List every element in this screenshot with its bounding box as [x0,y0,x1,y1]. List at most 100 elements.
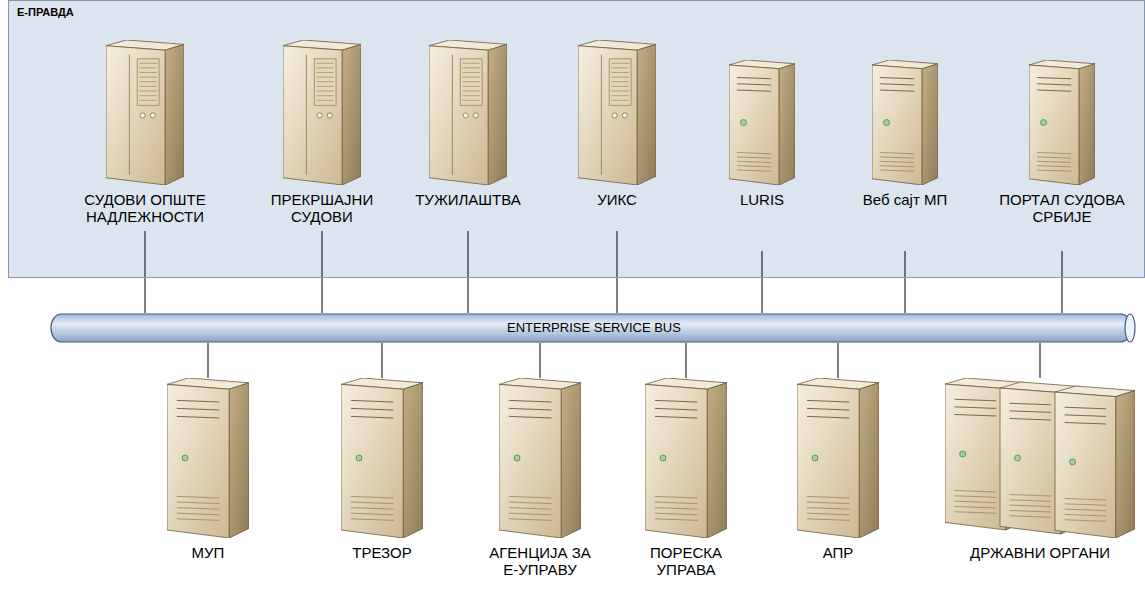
server-side [707,383,727,538]
server-side [779,64,795,185]
drive-slot [1065,415,1107,417]
server-node: ТУЖИЛАШТВА [411,40,525,231]
vent-slot [880,166,914,167]
drive-slot [1065,407,1107,409]
server-group-node: ДРЖАВНИ ОРГАНИ [941,378,1139,566]
vent-slot [463,67,480,68]
power-light [1015,455,1021,461]
vent-slot [177,513,220,515]
drive-slot [1037,84,1071,85]
panel-button [463,113,468,118]
vent-slot [509,496,552,498]
server-node: АГЕНЦИЈА ЗА Е-УПРАВУ [480,378,600,583]
server-unit [499,378,581,538]
panel-button [327,113,332,118]
server-label: Веб сајт МП [863,191,947,208]
vent-slot [317,63,334,64]
drive-slot [880,90,914,91]
vent-slot [509,513,552,515]
vent-slot [955,490,997,492]
bus-connector [838,343,839,378]
vent-slot [1010,510,1052,512]
vent-slot [351,496,394,498]
vent-slot [351,502,394,504]
drive-slot [655,416,698,418]
server-icon [645,378,727,538]
drive-slot [1065,422,1107,424]
server-unit [645,378,727,538]
vent-slot [737,166,771,167]
server-icon [797,378,879,538]
server-node: СУДОВИ ОПШТЕ НАДЛЕЖНОСТИ [56,40,234,231]
bus-connector [686,343,687,378]
drive-slot [737,84,771,85]
vent-slot [880,157,914,158]
drive-slot [351,416,394,418]
vent-slot [140,91,157,92]
vent-slot [509,519,552,521]
bus-connector [1040,343,1041,378]
server-side [859,383,879,538]
server-unit [283,40,361,185]
drive-slot [955,414,997,416]
power-light [356,455,362,461]
server-icon [578,40,656,185]
drive-slot [955,399,997,401]
vent-slot [612,95,629,96]
vent-panel [314,59,336,105]
server-label: ПОРТАЛ СУДОВА СРБИЈЕ [992,191,1132,226]
server-node: ТРЕЗОР [337,378,427,566]
server-label: ПРЕКРШАЈНИ СУДОВИ [262,191,382,226]
server-front [645,384,707,538]
vent-slot [807,502,850,504]
server-unit [578,40,656,185]
bus-connector [617,231,618,313]
vent-slot [655,496,698,498]
drive-slot [737,78,771,79]
drive-slot [509,400,552,402]
power-light [812,455,818,461]
bus-connector [1062,251,1063,313]
vent-slot [1037,153,1071,154]
server-node: ПРЕКРШАЈНИ СУДОВИ [258,40,386,231]
power-light [660,455,666,461]
vent-slot [612,72,629,73]
bus-connector [322,231,323,313]
server-unit [106,40,184,185]
vent-slot [955,512,997,514]
server-front [578,46,637,185]
vent-slot [463,77,480,78]
server-front [283,46,342,185]
bus-label: ENTERPRISE SERVICE BUS [50,313,1138,343]
vent-slot [807,508,850,510]
bus-connector [382,343,383,378]
vent-slot [955,496,997,498]
server-unit [729,60,795,185]
vent-slot [1010,494,1052,496]
drive-slot [351,400,394,402]
vent-slot [1065,514,1107,516]
vent-panel [137,59,159,105]
drive-slot [880,78,914,79]
vent-slot [612,81,629,82]
drive-slot [1010,418,1052,420]
vent-slot [140,72,157,73]
server-front [1055,392,1116,538]
vent-slot [612,91,629,92]
server-front [1029,65,1079,185]
vent-slot [140,100,157,101]
server-front [797,384,859,538]
vent-slot [463,72,480,73]
vent-slot [177,496,220,498]
vent-slot [612,77,629,78]
panel-button [150,113,155,118]
server-label: АПР [823,544,854,561]
vent-slot [655,513,698,515]
vent-slot [612,63,629,64]
server-front [1000,388,1061,534]
drive-slot [1037,78,1071,79]
power-light [1041,120,1047,126]
server-unit [1055,386,1135,538]
server-label: АГЕНЦИЈА ЗА Е-УПРАВУ [484,544,596,579]
